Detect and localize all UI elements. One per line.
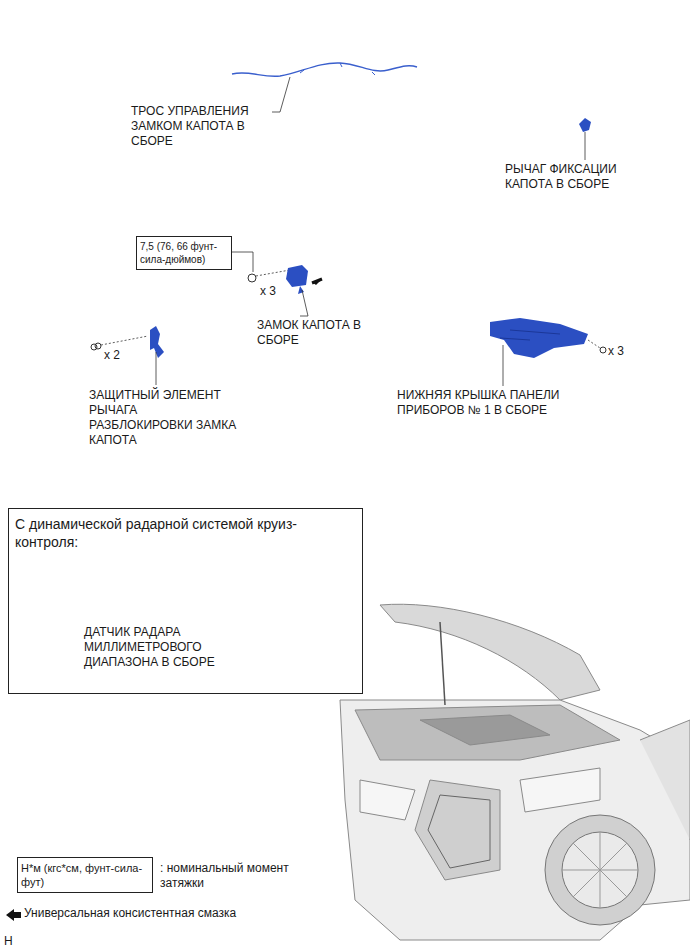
legend-text: Универсальная консистентная смазка — [24, 906, 324, 921]
box-text: Н*м (кгс*см, фунт-сила-фут) — [21, 861, 149, 889]
box-text: С динамической радарной системой круиз-к… — [15, 515, 356, 551]
part-name: ЗАЩИТНЫЙ ЭЛЕМЕНТ РЫЧАГА РАЗБЛОКИРОВКИ ЗА… — [89, 388, 239, 448]
part-name: ТРОС УПРАВЛЕНИЯ ЗАМКОМ КАПОТА В СБОРЕ — [131, 104, 276, 149]
part-name: ЗАМОК КАПОТА В СБОРЕ — [257, 318, 382, 348]
quantity: x 3 — [608, 344, 648, 359]
quantity: x 2 — [104, 348, 144, 363]
part-name: ДАТЧИК РАДАРА МИЛЛИМЕТРОВОГО ДИАПАЗОНА В… — [84, 625, 249, 670]
box-text: 7,5 (76, 66 фунт-сила-дюймов) — [140, 240, 228, 266]
torque-spec-box: 7,5 (76, 66 фунт-сила-дюймов) — [136, 236, 232, 270]
quantity: x 3 — [260, 284, 300, 299]
unit-legend-box: Н*м (кгс*см, фунт-сила-фут) — [17, 857, 153, 893]
legend-text: : номинальный момент затяжки — [160, 861, 300, 891]
part-name: РЫЧАГ ФИКСАЦИИ КАПОТА В СБОРЕ — [505, 162, 640, 192]
page-mark: H — [4, 934, 24, 949]
part-name: НИЖНЯЯ КРЫШКА ПАНЕЛИ ПРИБОРОВ № 1 В СБОР… — [397, 388, 597, 418]
